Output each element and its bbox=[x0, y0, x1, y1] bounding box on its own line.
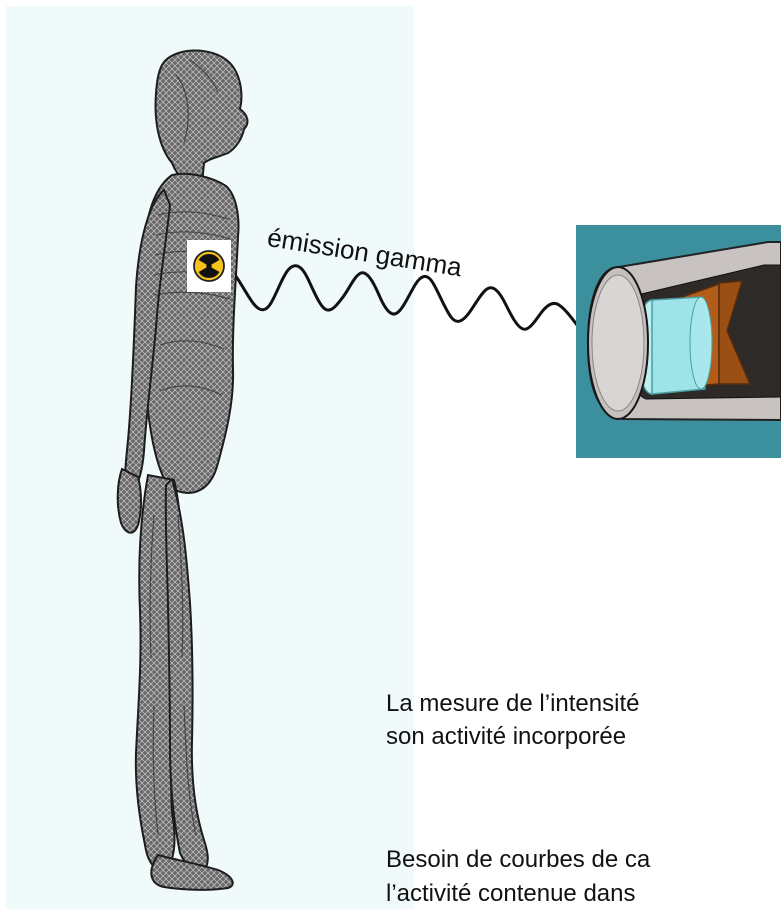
radiation-hazard-icon bbox=[187, 240, 231, 292]
caption-line-2: son activité incorporée bbox=[386, 723, 626, 751]
caption-line-3: Besoin de courbes de ca bbox=[386, 846, 650, 874]
detector-panel bbox=[576, 225, 781, 458]
detector-cutaway bbox=[576, 225, 781, 458]
caption-line-4: l’activité contenue dans bbox=[386, 880, 636, 908]
caption-line-1: La mesure de l’intensité bbox=[386, 690, 639, 718]
radiation-source-badge bbox=[187, 240, 231, 292]
human-mesh-figure bbox=[100, 45, 260, 895]
